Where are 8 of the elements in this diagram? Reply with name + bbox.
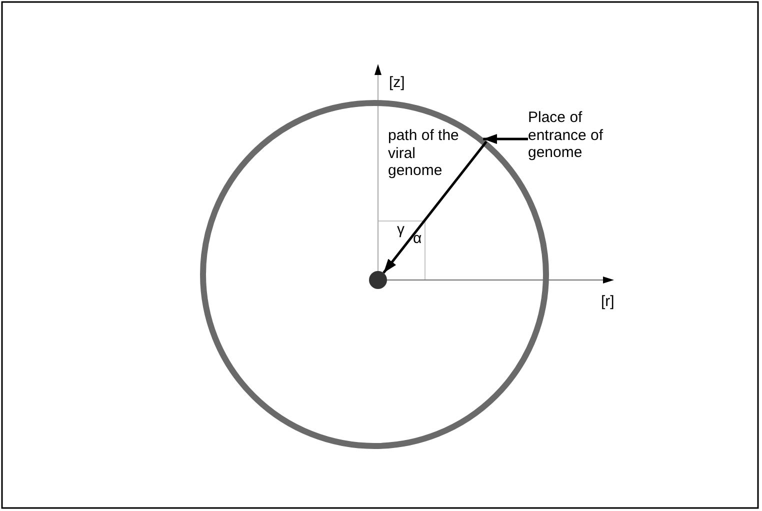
- leader-arrow: [483, 134, 528, 144]
- annotation-text: Place of entrance of genome: [528, 109, 614, 162]
- angle-label: γ: [397, 221, 404, 238]
- axis-label: [r]: [601, 293, 614, 310]
- axis-label: [z]: [389, 74, 405, 92]
- edge-label: path of the viral genome: [388, 127, 460, 180]
- genome-path-arrow: [382, 140, 488, 274]
- angle-label: α: [413, 230, 422, 248]
